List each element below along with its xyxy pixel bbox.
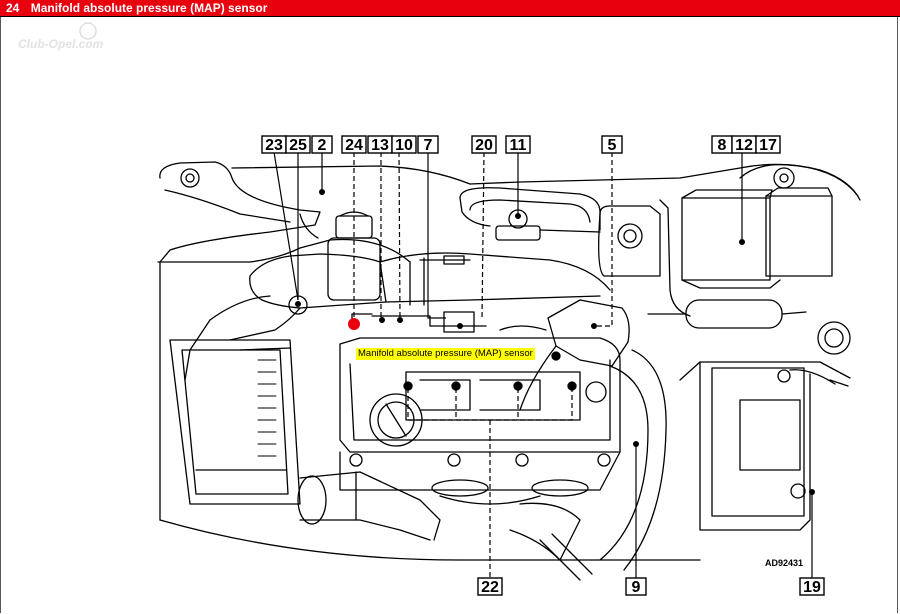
callout-23: 23 — [261, 135, 287, 154]
callout-24: 24 — [341, 135, 367, 154]
svg-text:Club-Opel.com: Club-Opel.com — [18, 37, 104, 51]
callout-2: 2 — [311, 135, 333, 154]
callout-20: 20 — [471, 135, 497, 154]
map-sensor-label: Manifold absolute pressure (MAP) sensor — [356, 348, 535, 360]
svg-text:17: 17 — [759, 137, 777, 154]
diagram-frame — [0, 17, 898, 613]
callout-22: 22 — [477, 577, 503, 596]
title-number: 24 — [6, 1, 20, 15]
callout-9: 9 — [625, 577, 647, 596]
svg-text:24: 24 — [345, 137, 363, 154]
callout-11: 11 — [505, 135, 531, 154]
svg-text:9: 9 — [632, 579, 641, 596]
svg-text:12: 12 — [735, 137, 753, 154]
callout-8: 8 — [711, 135, 733, 154]
svg-text:7: 7 — [424, 137, 433, 154]
watermark-logo: Club-Opel.com — [18, 22, 104, 51]
svg-text:11: 11 — [510, 137, 527, 154]
callout-13: 13 — [367, 135, 393, 154]
svg-text:5: 5 — [608, 137, 617, 154]
map-sensor-dot — [348, 318, 360, 330]
svg-text:20: 20 — [475, 137, 493, 154]
callout-17: 17 — [755, 135, 781, 154]
callout-7: 7 — [417, 135, 439, 154]
svg-text:2: 2 — [318, 137, 327, 154]
callout-12: 12 — [731, 135, 757, 154]
callout-25: 25 — [285, 135, 311, 154]
callout-5: 5 — [601, 135, 623, 154]
svg-text:10: 10 — [395, 137, 413, 154]
callout-19: 19 — [799, 577, 825, 596]
svg-text:23: 23 — [265, 137, 283, 154]
reference-code: AD92431 — [765, 558, 804, 568]
svg-text:19: 19 — [803, 579, 821, 596]
svg-text:25: 25 — [289, 137, 307, 154]
svg-text:13: 13 — [371, 137, 389, 154]
svg-text:8: 8 — [718, 137, 727, 154]
callout-10: 10 — [391, 135, 417, 154]
svg-text:22: 22 — [481, 579, 499, 596]
title-bar: 24 Manifold absolute pressure (MAP) sens… — [0, 0, 900, 17]
title-text: Manifold absolute pressure (MAP) sensor — [30, 1, 268, 15]
